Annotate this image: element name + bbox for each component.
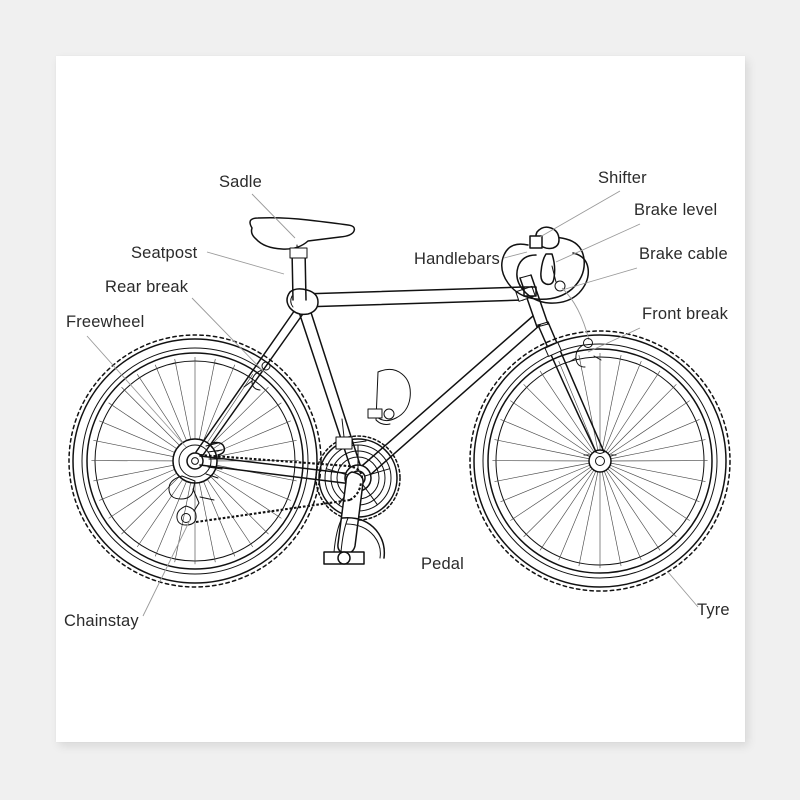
brake-cable [561, 287, 590, 341]
label-handlebars: Handlebars [414, 250, 500, 268]
rear-tire-tread [68, 334, 322, 588]
seatpost [289, 247, 308, 301]
fork [537, 321, 605, 454]
leader-line-shifter [539, 190, 621, 238]
seat-cluster [286, 288, 319, 316]
freewheel-cluster [172, 438, 226, 484]
toe-clip [341, 517, 386, 559]
saddle-assembly [249, 217, 356, 301]
leader-line-sadle [251, 193, 296, 239]
label-brake-level: Brake level [634, 201, 717, 219]
label-sadle: Sadle [219, 173, 262, 191]
label-rear-break: Rear break [105, 278, 189, 296]
bottle-cage [375, 368, 411, 422]
drop-bar-inner [516, 252, 590, 304]
pedal[interactable] [323, 517, 386, 565]
leader-line-front-break [587, 327, 641, 353]
label-chainstay: Chainstay [64, 612, 139, 630]
top-tube [301, 286, 524, 308]
rear-brake-caliper [243, 361, 271, 391]
leader-line-tyre [667, 571, 699, 608]
rear-rim-outer [86, 352, 304, 570]
chain-stay [199, 455, 353, 485]
seat-stay [195, 306, 306, 456]
front-tire-outer [473, 334, 727, 588]
label-seatpost: Seatpost [131, 244, 198, 262]
stem [523, 286, 537, 297]
label-brake-cable: Brake cable [639, 245, 728, 263]
frame-detail [367, 368, 411, 425]
front-tire-inner [482, 343, 718, 579]
front-wheel [469, 330, 731, 592]
leader-line-handlebars [503, 251, 528, 259]
front-spokes [492, 353, 708, 569]
shifter[interactable] [529, 235, 543, 249]
rear-tire-outer [72, 338, 318, 584]
handlebars-assembly [501, 226, 602, 368]
leader-line-brake-cable [561, 267, 638, 291]
leader-lines [86, 190, 699, 617]
front-derailleur [335, 418, 367, 450]
leader-line-brake-level [555, 223, 641, 263]
drop-bar-outer [501, 236, 585, 301]
leader-line-seatpost [206, 251, 285, 275]
front-hub [583, 449, 617, 473]
leader-line-rear-break [191, 297, 265, 373]
leader-line-chainstay [142, 519, 191, 617]
rear-derailleur [168, 475, 215, 526]
leader-line-freewheel [86, 335, 187, 448]
label-shifter: Shifter [598, 169, 647, 187]
rear-tire-inner [81, 347, 309, 575]
poster-sheet [56, 56, 745, 742]
label-front-break: Front break [642, 305, 729, 323]
label-pedal: Pedal [421, 555, 464, 573]
front-tire-tread [469, 330, 731, 592]
front-rim-outer [487, 348, 713, 574]
front-brake-caliper [568, 338, 602, 368]
label-tyre: Tyre [697, 601, 730, 619]
saddle [249, 217, 356, 250]
brake-lever[interactable] [540, 253, 566, 292]
chain [195, 453, 364, 524]
label-freewheel: Freewheel [66, 313, 144, 331]
